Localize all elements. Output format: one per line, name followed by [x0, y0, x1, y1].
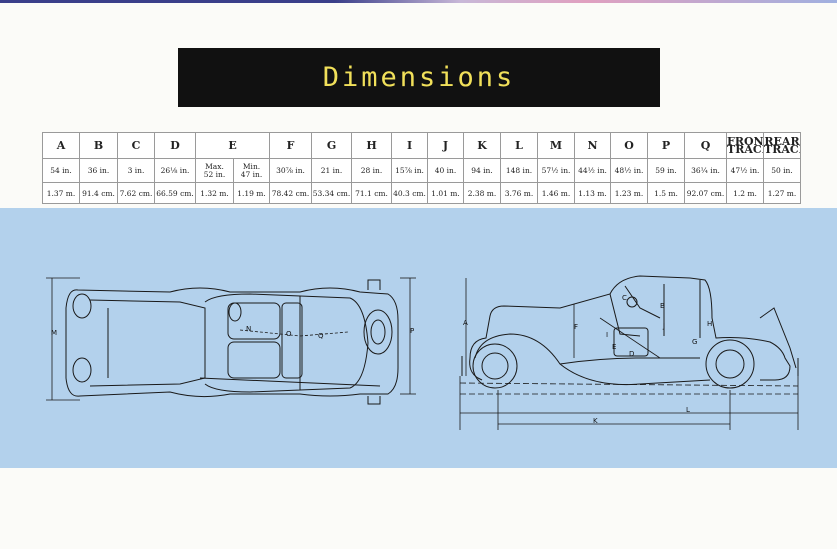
- metric-cell: 92.07 cm.: [684, 182, 728, 204]
- top-color-strip: [0, 0, 837, 3]
- metric-cell: 1.27 m.: [763, 182, 802, 204]
- metric-cell: 1.01 m.: [427, 182, 465, 204]
- inch-cell: 21 in.: [311, 158, 353, 183]
- metric-cell: 1.23 m.: [610, 182, 649, 204]
- side-view-dimension-lines: [459, 278, 799, 430]
- inch-cell: 47½ in.: [726, 158, 765, 183]
- header-cell: C: [117, 132, 155, 159]
- label-j: J: [662, 322, 665, 330]
- blueprint-panel: [0, 208, 837, 468]
- inch-cell: 36¼ in.: [684, 158, 728, 183]
- top-view-dimension-lines: [46, 277, 416, 401]
- inch-cell: 40 in.: [427, 158, 465, 183]
- inch-cell: 44½ in.: [574, 158, 612, 183]
- metric-cell: 1.46 m.: [537, 182, 576, 204]
- header-cell: J: [427, 132, 465, 159]
- metric-row: 1.37 m. 91.4 cm. 7.62 cm. 66.59 cm. 1.32…: [42, 182, 802, 204]
- label-q: Q: [318, 332, 324, 340]
- label-h: H: [707, 320, 712, 328]
- e-min-cell: Min. 47 in.: [232, 158, 271, 183]
- inch-cell: 57½ in.: [537, 158, 576, 183]
- inch-cell: 54 in.: [42, 158, 80, 183]
- inch-cell: 3 in.: [117, 158, 155, 183]
- header-cell: K: [463, 132, 502, 159]
- inch-cell: 48½ in.: [610, 158, 649, 183]
- metric-cell: 53.34 cm.: [311, 182, 353, 204]
- header-cell: Q: [684, 132, 728, 159]
- header-cell: I: [391, 132, 429, 159]
- label-d: D: [629, 350, 634, 358]
- header-cell: D: [154, 132, 196, 159]
- header-cell: G: [311, 132, 353, 159]
- side-view-car-outline: [461, 275, 799, 389]
- inch-cell: 15⅞ in.: [391, 158, 429, 183]
- page-title: Dimensions: [178, 48, 660, 107]
- metric-cell: 40.3 cm.: [391, 182, 429, 204]
- e-max-value: 52 in.: [203, 169, 226, 179]
- e-min-value: 47 in.: [240, 169, 263, 179]
- metric-cell: 1.2 m.: [726, 182, 765, 204]
- metric-cell: 66.59 cm.: [154, 182, 196, 204]
- header-cell: F: [269, 132, 313, 159]
- label-g: G: [692, 338, 697, 346]
- label-f: F: [574, 323, 578, 331]
- inch-cell: 28 in.: [351, 158, 393, 183]
- header-cell: O: [610, 132, 649, 159]
- top-view-labels: M N O Q P: [51, 325, 414, 340]
- header-cell: B: [79, 132, 118, 159]
- header-cell: N: [574, 132, 612, 159]
- header-cell: H: [351, 132, 393, 159]
- header-cell: P: [647, 132, 686, 159]
- metric-cell: 91.4 cm.: [79, 182, 118, 204]
- e-max-cell: Max. 52 in.: [195, 158, 234, 183]
- metric-cell: 7.62 cm.: [117, 182, 155, 204]
- header-cell-rear-track: REAR TRACK: [763, 132, 802, 159]
- inch-cell: 148 in.: [500, 158, 539, 183]
- label-n: N: [246, 325, 251, 333]
- header-cell: E: [194, 132, 271, 159]
- metric-cell: 71.1 cm.: [351, 182, 393, 204]
- label-e: E: [612, 343, 616, 351]
- header-cell: L: [500, 132, 539, 159]
- inch-cell: 36 in.: [79, 158, 118, 183]
- header-cell: M: [537, 132, 576, 159]
- metric-cell: 1.37 m.: [42, 182, 80, 204]
- inch-cell: 59 in.: [647, 158, 686, 183]
- label-m: M: [51, 329, 57, 337]
- inch-cell: 50 in.: [763, 158, 802, 183]
- metric-cell: 1.5 m.: [647, 182, 686, 204]
- label-a: A: [463, 319, 468, 327]
- label-p: P: [410, 327, 414, 335]
- car-dimension-diagrams: M N O Q P A B C D E F G H I J K L: [46, 275, 799, 430]
- metric-cell: 1.32 m.: [195, 182, 234, 204]
- e-max-label: Max.: [205, 161, 224, 171]
- label-k: K: [593, 417, 598, 425]
- e-min-label: Min.: [242, 161, 261, 171]
- label-c: C: [622, 294, 627, 302]
- metric-cell: 2.38 m.: [463, 182, 502, 204]
- label-b: B: [660, 302, 665, 310]
- label-o: O: [286, 330, 292, 338]
- metric-cell: 78.42 cm.: [269, 182, 313, 204]
- metric-cell: 1.19 m.: [232, 182, 271, 204]
- top-view-car-outline: [65, 279, 399, 405]
- metric-cell: 3.76 m.: [500, 182, 539, 204]
- inch-cell: 94 in.: [463, 158, 502, 183]
- header-cell: A: [42, 132, 80, 159]
- metric-cell: 1.13 m.: [574, 182, 612, 204]
- label-l: L: [686, 406, 690, 414]
- label-i: I: [606, 331, 608, 339]
- side-view-labels: A B C D E F G H I J K L: [463, 294, 712, 425]
- inches-row: 54 in. 36 in. 3 in. 26⅛ in. Max. 52 in. …: [42, 158, 802, 183]
- inch-cell: 30⅞ in.: [269, 158, 313, 183]
- inch-cell: 26⅛ in.: [154, 158, 196, 183]
